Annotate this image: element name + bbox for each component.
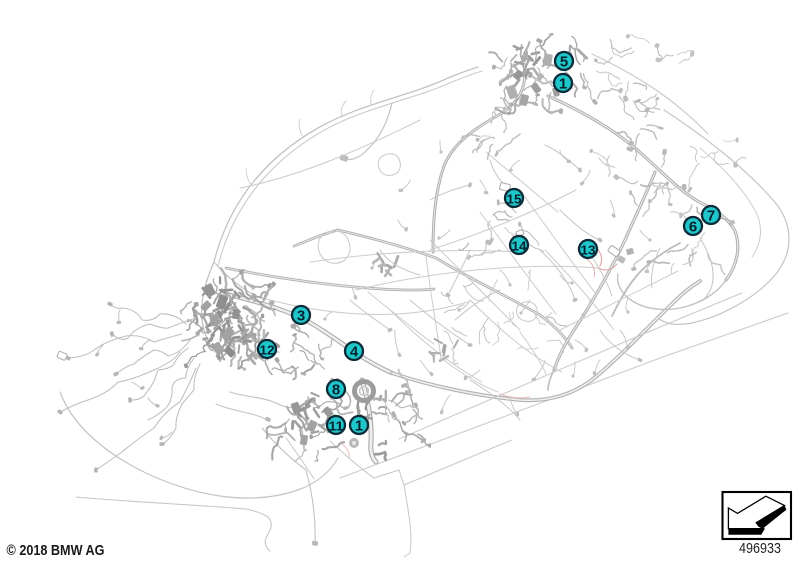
- svg-text:6: 6: [689, 218, 697, 235]
- svg-text:14: 14: [512, 238, 528, 253]
- svg-text:13: 13: [581, 242, 596, 257]
- svg-text:12: 12: [260, 342, 275, 357]
- svg-text:3: 3: [297, 307, 305, 324]
- svg-text:1: 1: [355, 417, 363, 434]
- svg-text:© 2018 BMW AG: © 2018 BMW AG: [7, 543, 105, 559]
- svg-text:15: 15: [507, 191, 522, 206]
- svg-text:496933: 496933: [739, 541, 781, 557]
- svg-text:5: 5: [560, 53, 568, 70]
- svg-text:8: 8: [332, 381, 340, 398]
- svg-text:1: 1: [559, 75, 567, 92]
- svg-text:4: 4: [350, 343, 359, 360]
- svg-text:11: 11: [329, 418, 344, 433]
- svg-text:7: 7: [707, 207, 715, 224]
